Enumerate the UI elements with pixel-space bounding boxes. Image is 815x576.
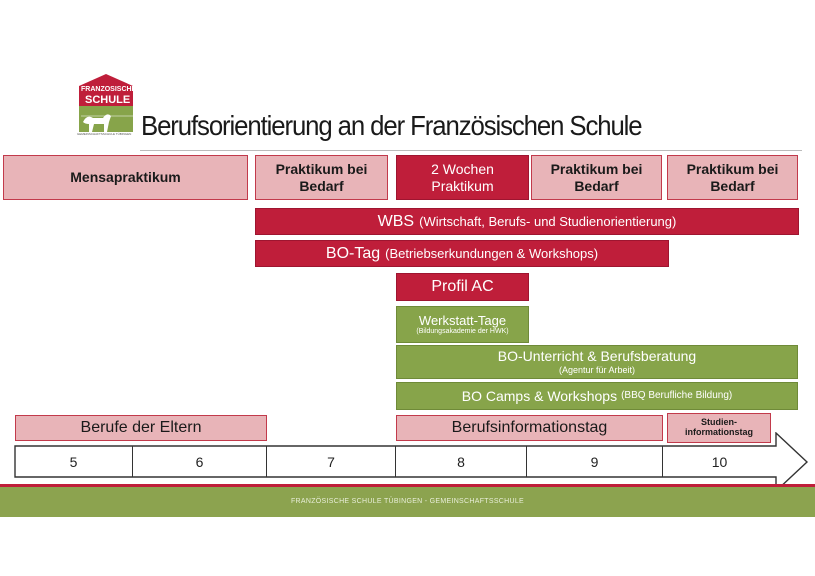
berufe-eltern-label: Berufe der Eltern <box>80 419 202 437</box>
grade-cell: 9 <box>527 446 663 477</box>
profil-ac-label: Profil AC <box>431 278 494 296</box>
logo-line1: FRANZÖSISCHE <box>81 86 133 93</box>
praktikum-grade10-box: Praktikum bei Bedarf <box>667 155 798 200</box>
praktikum-grade10-label: Praktikum bei Bedarf <box>686 160 779 194</box>
grade-cell: 5 <box>15 446 133 477</box>
berufsinformationstag-label: Berufsinformationstag <box>451 419 608 437</box>
botag-sub-label: (Betriebserkundungen & Workshops) <box>385 245 599 261</box>
title-underline <box>140 150 802 151</box>
werkstatt-main-label: Werkstatt-Tage <box>418 312 507 328</box>
grade-cell: 6 <box>133 446 267 477</box>
grade-label: 9 <box>590 453 599 470</box>
profil-ac-bar: Profil AC <box>396 273 529 301</box>
grade-cell: 10 <box>663 446 776 477</box>
mensapraktikum-box: Mensapraktikum <box>3 155 248 200</box>
botag-bar: BO-Tag (Betriebserkundungen & Workshops) <box>255 240 669 267</box>
werkstatt-tage-bar: Werkstatt-Tage (Bildungsakademie der HWK… <box>396 306 529 343</box>
grade-label: 5 <box>69 453 78 470</box>
praktikum-grade7-label: Praktikum bei Bedarf <box>275 160 368 194</box>
berufe-eltern-box: Berufe der Eltern <box>15 415 267 441</box>
wbs-bar: WBS (Wirtschaft, Berufs- und Studienorie… <box>255 208 799 235</box>
logo-graphic <box>79 74 133 132</box>
studieninformationstag-box: Studien-informationstag <box>667 413 771 443</box>
bo-camps-bar: BO Camps & Workshops (BBQ Berufliche Bil… <box>396 382 798 410</box>
praktikum-grade8-label: 2 Wochen Praktikum <box>431 160 494 194</box>
logo-line2: SCHULE <box>85 94 131 106</box>
grade-timeline: 5 6 7 8 9 10 <box>15 446 776 477</box>
werkstatt-sub-label: (Bildungsakademie der HWK) <box>416 328 509 336</box>
grade-label: 8 <box>457 453 465 470</box>
botag-main-label: BO-Tag <box>325 244 381 262</box>
grade-cell: 8 <box>396 446 527 477</box>
logo-subline: GEMEINSCHAFTSSCHULE TÜBINGEN <box>77 132 132 136</box>
grade-label: 10 <box>711 453 728 470</box>
praktikum-grade8-box: 2 Wochen Praktikum <box>396 155 529 200</box>
grade-label: 7 <box>327 453 335 470</box>
school-logo: FRANZÖSISCHE SCHULE GEMEINSCHAFTSSCHULE … <box>75 72 137 138</box>
praktikum-grade9-box: Praktikum bei Bedarf <box>531 155 662 200</box>
studieninformationstag-label: Studien-informationstag <box>684 417 753 437</box>
wbs-sub-label: (Wirtschaft, Berufs- und Studienorientie… <box>419 213 677 229</box>
grade-label: 6 <box>195 453 204 470</box>
page-title: Berufsorientierung an der Französischen … <box>141 110 643 141</box>
wbs-main-label: WBS <box>377 212 415 230</box>
grade-cell: 7 <box>267 446 396 477</box>
mensapraktikum-label: Mensapraktikum <box>70 169 181 186</box>
bo-unterricht-sub-label: (Agentur für Arbeit) <box>558 365 636 375</box>
bo-camps-main-label: BO Camps & Workshops <box>461 387 618 404</box>
footer-bar: FRANZÖSISCHE SCHULE TÜBINGEN - GEMEINSCH… <box>0 487 815 517</box>
footer-text: FRANZÖSISCHE SCHULE TÜBINGEN - GEMEINSCH… <box>290 497 525 505</box>
timeline-arrow <box>14 432 809 492</box>
berufsinformationstag-box: Berufsinformationstag <box>396 415 663 441</box>
footer-red-stripe <box>0 484 815 487</box>
bo-unterricht-bar: BO-Unterricht & Berufsberatung (Agentur … <box>396 345 798 379</box>
praktikum-grade9-label: Praktikum bei Bedarf <box>550 160 643 194</box>
bo-camps-sub-label: (BBQ Berufliche Bildung) <box>621 390 733 401</box>
praktikum-grade7-box: Praktikum bei Bedarf <box>255 155 388 200</box>
bo-unterricht-main-label: BO-Unterricht & Berufsberatung <box>497 348 697 365</box>
